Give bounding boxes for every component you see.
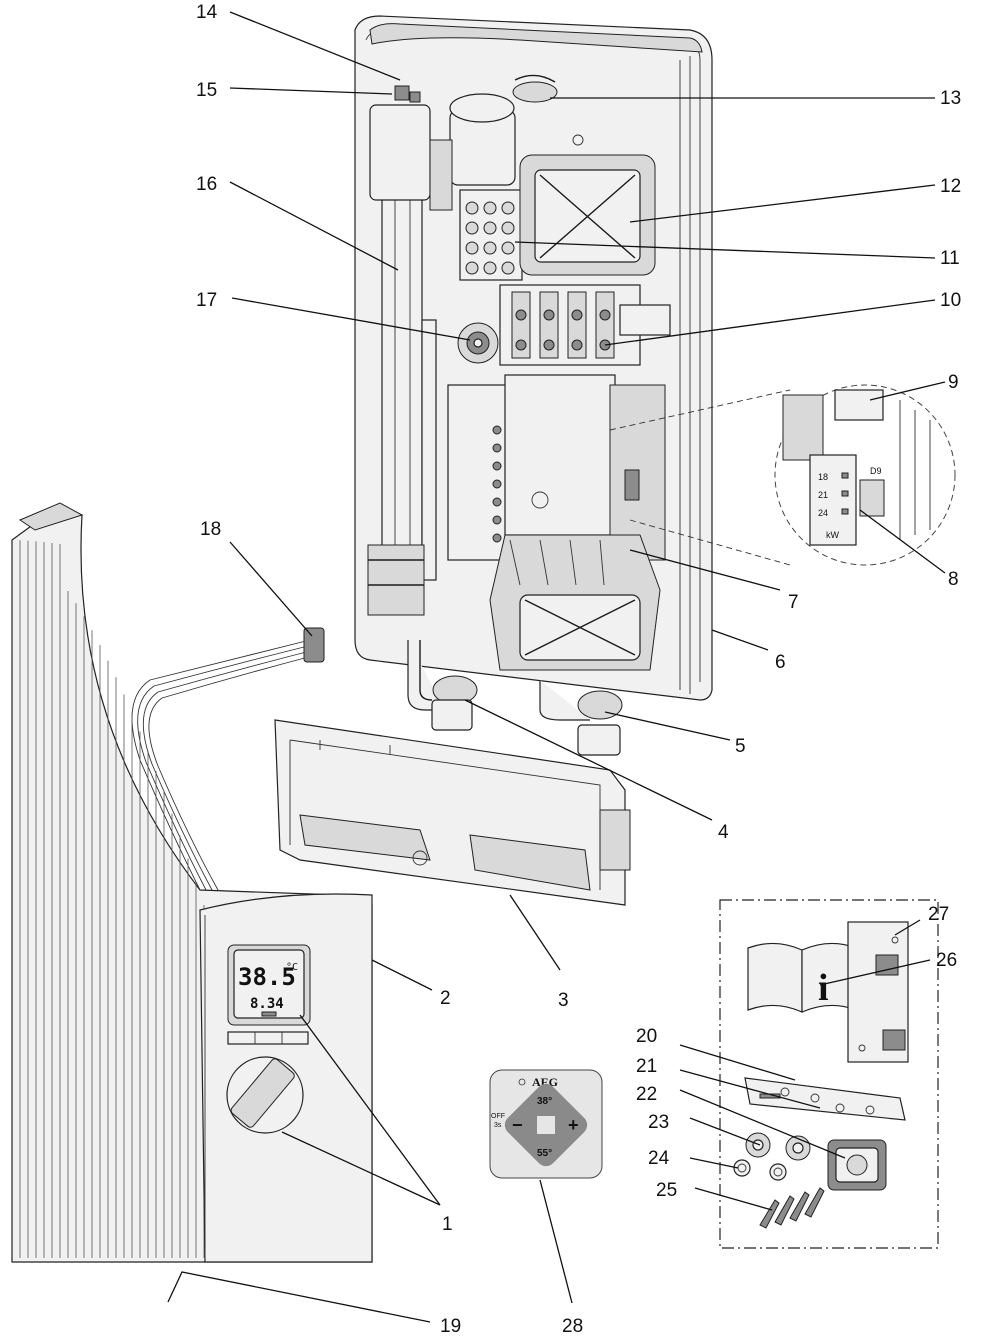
lower-filter <box>489 534 661 671</box>
leader-lines <box>167 11 946 1323</box>
display-unit-label: °C <box>286 962 298 973</box>
callout-20: 20 <box>636 1026 657 1047</box>
lower-cover <box>274 719 631 906</box>
callout-4: 4 <box>718 822 729 843</box>
temperature-knob <box>226 1056 304 1134</box>
callout-28: 28 <box>562 1316 583 1337</box>
valve-block <box>369 74 558 211</box>
heating-tube <box>367 181 437 616</box>
callout-12: 12 <box>940 176 961 197</box>
callout-2: 2 <box>440 988 451 1009</box>
callout-6: 6 <box>775 652 786 673</box>
accessory-kit: i <box>719 899 939 1249</box>
grommets-and-nipples <box>733 1132 887 1191</box>
screws-and-plugs <box>759 1187 825 1229</box>
callout-15: 15 <box>196 80 217 101</box>
front-cover-ribs <box>19 540 205 1258</box>
callout-21: 21 <box>636 1056 657 1077</box>
callout-7: 7 <box>788 592 799 613</box>
display-secondary: 8.34 <box>250 996 284 1012</box>
remote-control: AEG 38° 55° − + OFF 3s <box>489 1069 603 1179</box>
callout-8: 8 <box>948 569 959 590</box>
safety-switches <box>499 284 671 366</box>
display-temperature: 38.5 <box>238 963 296 991</box>
remote-upper-temp: 38° <box>537 1096 552 1107</box>
electronic-module <box>447 374 666 561</box>
connection-cable <box>131 627 325 891</box>
power-option-3: 24 <box>818 508 828 518</box>
remote-plus: + <box>568 1115 579 1135</box>
power-selector-inset: 18 21 24 kW D9 <box>609 384 956 566</box>
power-option-2: 21 <box>818 490 828 500</box>
power-unit: kW <box>826 530 840 540</box>
callout-22: 22 <box>636 1084 657 1105</box>
remote-lower-temp: 55° <box>537 1148 552 1159</box>
callout-1: 1 <box>442 1214 453 1235</box>
remote-off-label: OFF <box>491 1113 505 1120</box>
callout-23: 23 <box>648 1112 669 1133</box>
callout-9: 9 <box>948 372 959 393</box>
callout-18: 18 <box>200 519 221 540</box>
callout-10: 10 <box>940 290 961 311</box>
callout-25: 25 <box>656 1180 677 1201</box>
info-icon: i <box>818 967 829 1009</box>
mounting-plate <box>847 921 909 1063</box>
water-connections <box>407 640 623 756</box>
callout-27: 27 <box>928 904 949 925</box>
remote-brand: AEG <box>532 1075 558 1089</box>
callout-26: 26 <box>936 950 957 971</box>
callout-11: 11 <box>940 248 960 269</box>
rotary-flow-sensor <box>457 322 499 364</box>
callout-numbers: 14 15 16 17 18 13 12 11 10 9 8 7 6 5 4 3… <box>196 2 961 1337</box>
remote-off-time: 3s <box>494 1122 502 1129</box>
remote-minus: − <box>512 1115 523 1135</box>
filter-window <box>519 154 656 276</box>
manual-book-icon: i <box>747 942 857 1013</box>
callout-17: 17 <box>196 290 217 311</box>
power-option-1: 18 <box>818 472 828 482</box>
callout-16: 16 <box>196 174 217 195</box>
callout-5: 5 <box>735 736 746 757</box>
callout-14: 14 <box>196 2 218 23</box>
callout-24: 24 <box>648 1148 670 1169</box>
switch-label: D9 <box>870 466 882 476</box>
wall-bracket <box>744 1077 906 1121</box>
terminal-block <box>459 189 523 281</box>
callout-13: 13 <box>940 88 961 109</box>
display-unit: 38.5 °C 8.34 <box>227 944 311 1045</box>
callout-3: 3 <box>558 990 569 1011</box>
callout-19: 19 <box>440 1316 461 1337</box>
